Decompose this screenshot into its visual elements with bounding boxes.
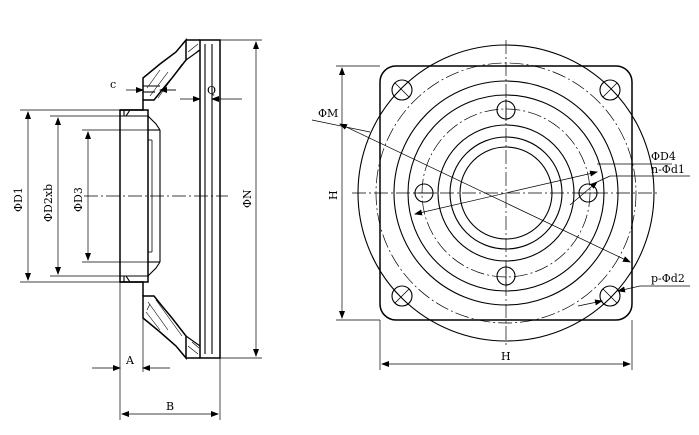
label-h-vertical: H xyxy=(327,190,340,200)
label-m: ΦM xyxy=(318,107,338,120)
dim-p-d2: p-Φd2 xyxy=(577,272,690,307)
corner-holes xyxy=(391,79,621,307)
chamfer-detail xyxy=(143,85,160,311)
dim-n-d1: n-Φd1 xyxy=(569,163,690,206)
label-d1: ΦD1 xyxy=(12,187,25,212)
dim-d4: ΦD4 xyxy=(414,150,676,216)
label-b: B xyxy=(166,400,174,413)
dim-d3: ΦD3 xyxy=(72,131,91,261)
hatching-bottom xyxy=(145,299,200,355)
label-a: A xyxy=(125,354,135,367)
label-q: Q xyxy=(207,84,216,97)
label-n-d1: n-Φd1 xyxy=(651,163,685,176)
label-p-d2: p-Φd2 xyxy=(651,272,685,285)
dim-c: c xyxy=(110,78,176,93)
dim-q: Q xyxy=(180,84,242,102)
label-d2: ΦD2xb xyxy=(42,184,55,222)
hub xyxy=(119,100,161,296)
dim-b: B xyxy=(121,358,221,420)
dim-d1: ΦD1 xyxy=(12,111,31,281)
dim-d2: ΦD2xb xyxy=(42,117,61,275)
dim-h-horizontal: H xyxy=(379,320,633,370)
front-view: ΦM ΦD4 n-Φd1 p-Φd2 H xyxy=(311,40,690,370)
flange-body xyxy=(142,37,221,361)
dim-h-vertical: H xyxy=(327,65,380,321)
dim-a: A xyxy=(92,282,170,420)
label-d3: ΦD3 xyxy=(72,187,85,212)
label-c: c xyxy=(110,78,116,91)
label-n: ΦN xyxy=(241,189,254,208)
dim-n: ΦN xyxy=(220,39,262,359)
section-view: c Q ΦD1 ΦD2xb ΦD3 xyxy=(12,37,262,420)
label-d4: ΦD4 xyxy=(651,150,676,163)
dim-m: ΦM xyxy=(311,107,631,263)
label-h-horizontal: H xyxy=(501,350,511,363)
